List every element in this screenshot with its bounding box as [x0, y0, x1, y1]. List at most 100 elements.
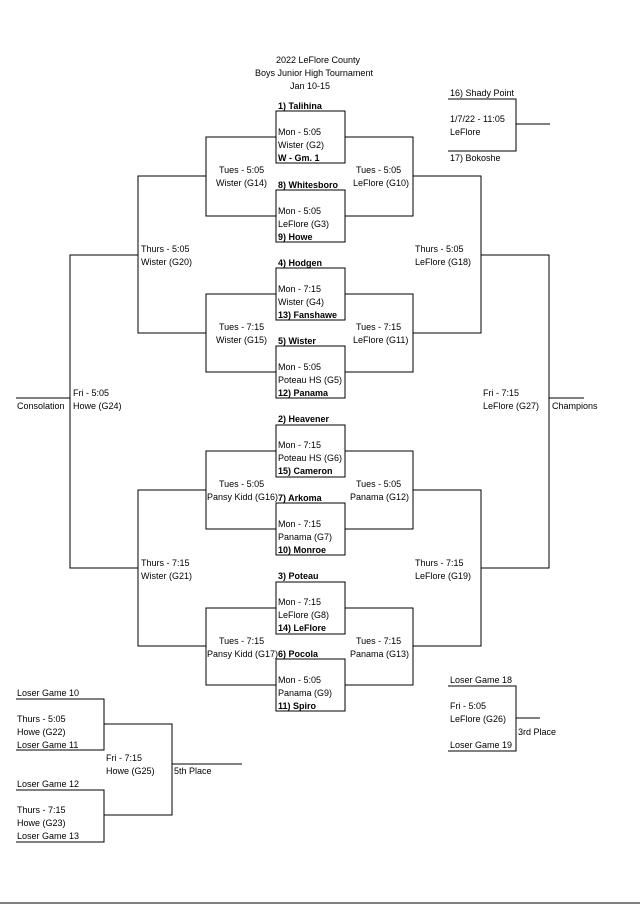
g2-top-team: 1) Talihina [278, 101, 322, 111]
bracket-box-g2 [275, 110, 346, 164]
g5-site: Poteau HS (G5) [278, 375, 343, 385]
g9-top-team: 6) Pocola [278, 649, 319, 659]
g22-bottom: Loser Game 11 [17, 740, 79, 750]
g16-time: Tues - 5:05 [219, 479, 265, 489]
g5-time: Mon - 5:05 [278, 362, 322, 372]
g19-site: LeFlore (G19) [415, 571, 472, 581]
g3-bottom-team: 9) Howe [278, 232, 313, 242]
g9-time: Mon - 5:05 [278, 675, 322, 685]
bracket-line-g11 [345, 293, 414, 373]
bracket-box-g6 [275, 424, 346, 478]
g21-site: Wister (G21) [141, 571, 193, 581]
g24-time: Fri - 5:05 [73, 388, 110, 398]
g14-site: Wister (G14) [216, 178, 268, 188]
g22-site: Howe (G22) [17, 727, 66, 737]
g23-top: Loser Game 12 [17, 779, 80, 789]
bracket-box-g7 [275, 502, 346, 556]
bracket-line-g24 [69, 254, 138, 569]
g6-site: Poteau HS (G6) [278, 453, 343, 463]
bracket-line-g15 [205, 293, 276, 373]
g25-site: Howe (G25) [106, 766, 155, 776]
third-place-top: Loser Game 18 [450, 675, 513, 685]
g10-site: LeFlore (G10) [353, 178, 410, 188]
bracket-line-g16 [205, 450, 276, 530]
g20-site: Wister (G20) [141, 257, 193, 267]
g6-top-team: 2) Heavener [278, 414, 330, 424]
g20-time: Thurs - 5:05 [141, 244, 190, 254]
g11-site: LeFlore (G11) [353, 335, 409, 345]
g13-site: Panama (G13) [350, 649, 410, 659]
title-line-1: 2022 LeFlore County [275, 55, 361, 65]
g4-top-team: 4) Hodgen [278, 258, 322, 268]
g18-site: LeFlore (G18) [415, 257, 472, 267]
g25-time: Fri - 7:15 [106, 753, 143, 763]
third-place-time: Fri - 5:05 [450, 701, 487, 711]
g8-top-team: 3) Poteau [278, 571, 319, 581]
g22-top: Loser Game 10 [17, 688, 80, 698]
g3-site: LeFlore (G3) [278, 219, 330, 229]
g15-site: Wister (G15) [216, 335, 268, 345]
g3-time: Mon - 5:05 [278, 206, 322, 216]
g27-site: LeFlore (G27) [483, 401, 540, 411]
bracket-box-g3 [275, 189, 346, 243]
g17-time: Tues - 7:15 [219, 636, 265, 646]
g22-time: Thurs - 5:05 [17, 714, 66, 724]
play-in-site: LeFlore [450, 127, 481, 137]
bracket-box-g8 [275, 581, 346, 635]
bracket-box-g9 [275, 658, 346, 712]
g7-site: Panama (G7) [278, 532, 333, 542]
g19-time: Thurs - 7:15 [415, 558, 464, 568]
g23-time: Thurs - 7:15 [17, 805, 66, 815]
consolation-label: Consolation [17, 401, 65, 411]
bracket-line-g14 [205, 136, 276, 217]
g4-bottom-team: 13) Fanshawe [278, 310, 338, 320]
g24-site: Howe (G24) [73, 401, 122, 411]
play-in-time: 1/7/22 - 11:05 [450, 114, 505, 124]
play-in-top-team: 16) Shady Point [450, 88, 515, 98]
title-line-2: Boys Junior High Tournament [255, 68, 373, 78]
bracket-box-g4 [275, 267, 346, 321]
g16-site: Pansy Kidd (G16) [207, 492, 279, 502]
g9-bottom-team: 11) Spiro [278, 701, 317, 711]
third-place-site: LeFlore (G26) [450, 714, 507, 724]
g27-time: Fri - 7:15 [483, 388, 520, 398]
g9-site: Panama (G9) [278, 688, 333, 698]
g12-site: Panama (G12) [350, 492, 410, 502]
g4-time: Mon - 7:15 [278, 284, 322, 294]
third-place-label: 3rd Place [518, 727, 557, 737]
bracket-line-g25 [104, 723, 173, 816]
g7-top-team: 7) Arkoma [278, 493, 322, 503]
g11-time: Tues - 7:15 [356, 322, 402, 332]
g17-site: Pansy Kidd (G17) [207, 649, 279, 659]
g2-bottom-team: W - Gm. 1 [278, 153, 320, 163]
bracket-line-g12 [345, 450, 414, 530]
bracket-line-g23 [16, 789, 105, 843]
g6-time: Mon - 7:15 [278, 440, 322, 450]
bracket-box-g5 [275, 345, 346, 399]
g8-site: LeFlore (G8) [278, 610, 330, 620]
g7-time: Mon - 7:15 [278, 519, 322, 529]
g3-top-team: 8) Whitesboro [278, 180, 338, 190]
g7-bottom-team: 10) Monroe [278, 545, 327, 555]
fifth-place-label: 5th Place [174, 766, 212, 776]
play-in-bottom-team: 17) Bokoshe [450, 153, 501, 163]
g2-site: Wister (G2) [278, 140, 324, 150]
g18-time: Thurs - 5:05 [415, 244, 464, 254]
bracket-line-g1 [448, 98, 517, 152]
g8-bottom-team: 14) LeFlore [278, 623, 327, 633]
g4-site: Wister (G4) [278, 297, 324, 307]
g23-site: Howe (G23) [17, 818, 66, 828]
g14-time: Tues - 5:05 [219, 165, 265, 175]
g2-time: Mon - 5:05 [278, 127, 322, 137]
bracket-line-g10 [345, 136, 414, 217]
g10-time: Tues - 5:05 [356, 165, 402, 175]
g8-time: Mon - 7:15 [278, 597, 322, 607]
g6-bottom-team: 15) Cameron [278, 466, 333, 476]
champions-label: Champions [552, 401, 598, 411]
g5-top-team: 5) Wister [278, 336, 316, 346]
third-place-bottom: Loser Game 19 [450, 740, 513, 750]
g23-bottom: Loser Game 13 [17, 831, 80, 841]
g13-time: Tues - 7:15 [356, 636, 402, 646]
g15-time: Tues - 7:15 [219, 322, 265, 332]
